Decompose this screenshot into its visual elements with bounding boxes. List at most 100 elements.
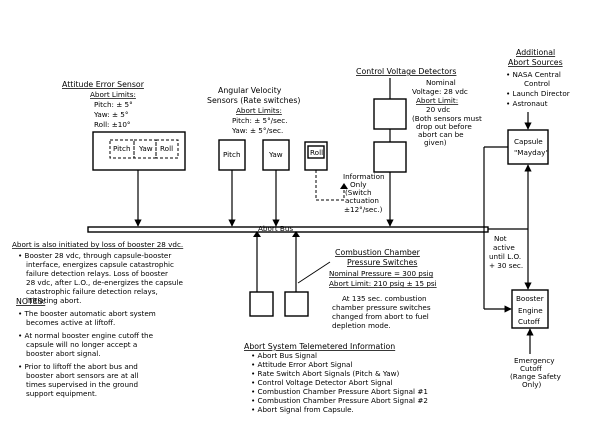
telemetry-group: Abort System Telemetered Information • A…: [244, 342, 428, 414]
combustion-title-1: Combustion Chamber: [335, 248, 421, 257]
cvd-note-3: abort can be: [418, 130, 464, 139]
not-active-3: until L.O.: [489, 252, 521, 261]
combustion-desc-4: depletion mode.: [332, 321, 391, 330]
telemetry-item-1: • Abort Bus Signal: [251, 351, 317, 360]
cvd-nominal-label: Nominal: [426, 78, 456, 87]
notes-line-5: booster abort signal.: [26, 349, 101, 358]
attitude-sensor-box: [92, 131, 186, 171]
abort-bus-label: Abort Bus: [258, 224, 293, 233]
attitude-yaw-limit: Yaw: ± 5°: [93, 110, 128, 119]
combustion-desc-3: changed from abort to fuel: [332, 312, 429, 321]
additional-title-1: Additional: [516, 48, 555, 57]
capsule-box: [507, 129, 549, 165]
rate-yaw-label: Yaw: [268, 150, 283, 159]
abort-28vdc-bullet-4: 28 vdc, after L.O., de-energizes the cap…: [26, 278, 183, 287]
info-line-2: Only: [350, 180, 367, 189]
notes-line-1: • The booster automatic abort system: [18, 309, 156, 318]
combustion-title-2: Pressure Switches: [347, 258, 417, 267]
cvd-box-2: [373, 141, 407, 173]
rate-pitch-label: Pitch: [223, 150, 241, 159]
angular-title-2: Sensors (Rate switches): [207, 96, 300, 105]
telemetry-item-5: • Combustion Chamber Pressure Abort Sign…: [251, 387, 428, 396]
emergency-1: Emergency: [514, 356, 555, 365]
capsule-line-1: Capsule: [514, 137, 543, 146]
rate-roll-inner: [307, 145, 325, 159]
combustion-arrow-2: [292, 231, 300, 237]
cvd-note-4: given): [424, 138, 447, 147]
emergency-4: Only): [522, 380, 541, 389]
combustion-switch-box-2: [284, 291, 309, 317]
attitude-error-sensor-group: Attitude Error Sensor Abort Limits: Pitc…: [62, 80, 186, 227]
cvd-limit-value: 20 vdc: [426, 105, 450, 114]
additional-item-4: • Astronaut: [506, 99, 548, 108]
right-routing: Not active until L.O. + 30 sec. Booster …: [483, 146, 562, 389]
booster-cutoff-box: [511, 289, 549, 329]
abort-28vdc-lead: Abort is also initiated by loss of boost…: [12, 240, 183, 249]
notes-line-2: becomes active at liftoff.: [26, 318, 115, 327]
notes-title: NOTES:: [16, 297, 45, 306]
telemetry-item-3: • Rate Switch Abort Signals (Pitch & Yaw…: [251, 369, 400, 378]
capsule-line-2: "Mayday": [514, 148, 549, 157]
booster-cutoff-2: Engine: [518, 306, 543, 315]
combustion-arrow-1: [253, 231, 261, 237]
not-active-4: + 30 sec.: [489, 261, 523, 270]
notes-line-8: times supervised in the ground: [26, 380, 138, 389]
attitude-pitch-limit: Pitch: ± 5°: [94, 100, 133, 109]
abort-28vdc-bullet-1: • Booster 28 vdc, through capsule-booste…: [18, 251, 171, 260]
not-active-1: Not: [494, 234, 507, 243]
emergency-2: Cutoff: [520, 364, 543, 373]
attitude-box-roll-label: Roll: [160, 144, 173, 153]
telemetry-item-2: • Attitude Error Abort Signal: [251, 360, 352, 369]
booster-cutoff-1: Booster: [516, 294, 544, 303]
attitude-box-yaw-label: Yaw: [138, 144, 153, 153]
info-line-5: ±12°/sec.): [344, 205, 383, 214]
cvd-note-2: drop out before: [416, 122, 472, 131]
rate-roll-info-arrow: [340, 183, 348, 189]
angular-pitch-limit: Pitch: ± 5°/sec.: [232, 116, 288, 125]
additional-item-1: • NASA Central: [506, 70, 561, 79]
info-line-1: Information: [343, 172, 385, 181]
cvd-limit-label: Abort Limit:: [416, 96, 458, 105]
emergency-3: (Range Safety: [510, 372, 562, 381]
attitude-roll-box: [155, 139, 179, 159]
notes-line-7: booster abort sensors are at all: [26, 371, 139, 380]
combustion-nominal: Nominal Pressure = 300 psig: [329, 269, 433, 278]
cvd-box-1: [373, 98, 407, 130]
notes-group: NOTES: • The booster automatic abort sys…: [16, 297, 156, 398]
attitude-box-pitch-label: Pitch: [113, 144, 131, 153]
angular-limits-label: Abort Limits:: [236, 106, 282, 115]
combustion-group: Combustion Chamber Pressure Switches Nom…: [249, 231, 437, 330]
telemetry-item-6: • Combustion Chamber Pressure Abort Sign…: [251, 396, 428, 405]
not-active-2: active: [493, 243, 515, 252]
angular-yaw-limit: Yaw: ± 5°/sec.: [231, 126, 283, 135]
attitude-roll-limit: Roll: ±10°: [94, 120, 131, 129]
combustion-switch-box-1: [249, 291, 274, 317]
notes-line-4: capsule will no longer accept a: [26, 340, 137, 349]
additional-item-3: • Launch Director: [506, 89, 570, 98]
telemetry-item-7: • Abort Signal from Capsule.: [251, 405, 354, 414]
attitude-title: Attitude Error Sensor: [62, 80, 145, 89]
info-line-3: (Switch: [345, 188, 372, 197]
angular-velocity-group: Angular Velocity Sensors (Rate switches)…: [207, 86, 385, 227]
telemetry-item-4: • Control Voltage Detector Abort Signal: [251, 378, 393, 387]
angular-title-1: Angular Velocity: [218, 86, 282, 95]
cvd-note-1: (Both sensors must: [412, 114, 482, 123]
cvd-title: Control Voltage Detectors: [356, 67, 456, 76]
attitude-limits-label: Abort Limits:: [90, 90, 136, 99]
booster-cutoff-3: Cutoff: [518, 317, 541, 326]
telemetry-title: Abort System Telemetered Information: [244, 342, 395, 351]
control-voltage-group: Control Voltage Detectors Nominal Voltag…: [356, 67, 482, 227]
combustion-limit: Abort Limit: 210 psig ± 15 psi: [329, 279, 437, 288]
combustion-desc-2: chamber pressure switches: [332, 303, 431, 312]
combustion-desc-1: At 135 sec. combustion: [342, 294, 427, 303]
additional-sources-group: Additional Abort Sources • NASA Central …: [506, 48, 570, 165]
info-line-4: actuation: [345, 196, 379, 205]
rate-pitch-box: [218, 139, 246, 171]
rate-roll-info-path: [315, 170, 345, 201]
additional-title-2: Abort Sources: [508, 58, 563, 67]
cvd-nominal-value: Voltage: 28 vdc: [412, 87, 468, 96]
additional-item-2: Control: [524, 79, 550, 88]
notes-line-9: support equipment.: [26, 389, 97, 398]
abort-28vdc-bullet-3: failure detection relays. Loss of booste…: [26, 269, 168, 278]
